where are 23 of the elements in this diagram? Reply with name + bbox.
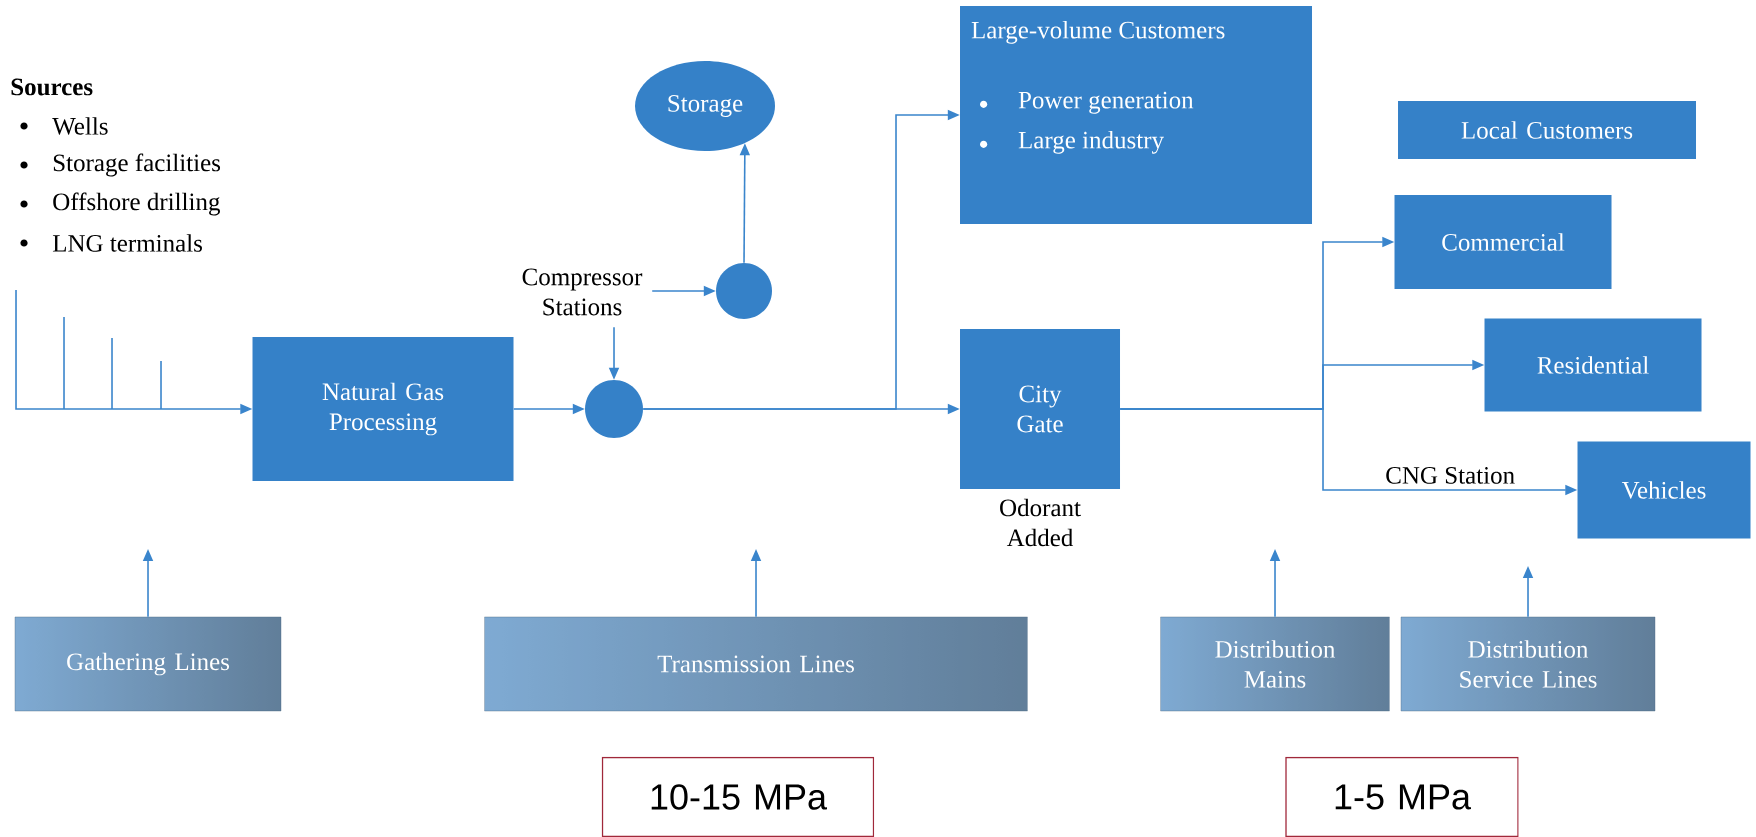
pipeline-box: Gathering Lines (14, 616, 282, 712)
process-box: Vehicles (1577, 441, 1751, 539)
list-item: Storage facilities (53, 153, 221, 177)
process-box: City Gate (960, 329, 1120, 489)
process-box: Natural Gas Processing (252, 337, 514, 481)
heading: Sources (11, 78, 93, 96)
list-item: Wells (52, 117, 108, 135)
pressure-box: 10-15 MPa (601, 756, 875, 837)
list-item: LNG terminals (52, 234, 202, 252)
process-box: Commercial (1394, 195, 1612, 289)
compressor-circle (585, 380, 643, 438)
list-item: Offshore drilling (53, 192, 220, 216)
edge-label: CNG Station (1386, 467, 1515, 484)
process-box: Residential (1484, 318, 1702, 412)
pipeline-box: Transmission Lines (484, 616, 1028, 712)
pipeline-box: Distribution Service Lines (1400, 616, 1656, 712)
pipeline-box: Distribution Mains (1160, 616, 1390, 712)
customer-box: Large-volume Customers Power generation Large industry (960, 6, 1312, 224)
annotation-text: Odorant Added (1000, 498, 1081, 547)
process-box: Local Customers (1398, 101, 1696, 159)
pressure-box: 1-5 MPa (1285, 756, 1519, 837)
station-label: Compressor Stations (522, 268, 643, 316)
compressor-circle (716, 263, 772, 319)
